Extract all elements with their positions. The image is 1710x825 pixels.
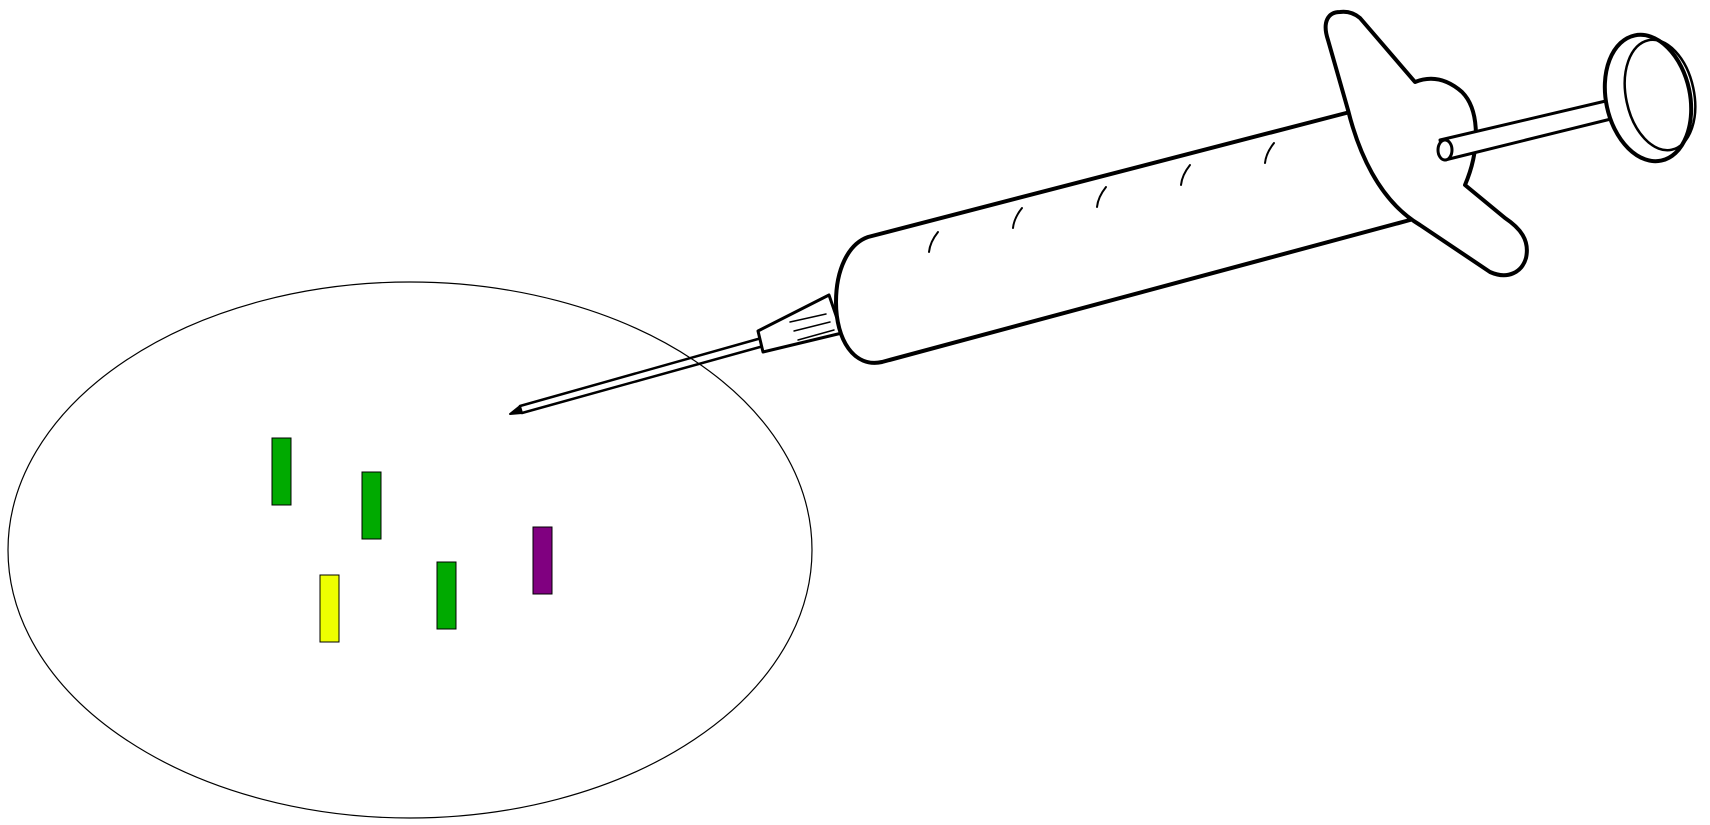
enclosure-ellipse [8,282,812,818]
particle-yellow [320,575,339,642]
syringe-needle [510,339,760,414]
syringe-icon [510,12,1705,414]
particle-green [272,438,291,505]
syringe-barrel [836,112,1410,363]
syringe-plunger-thumb [1594,27,1705,170]
particle-green [362,472,381,539]
syringe-hub [758,295,842,352]
particles [272,438,552,642]
particle-green [437,562,456,629]
particle-purple [533,527,552,594]
